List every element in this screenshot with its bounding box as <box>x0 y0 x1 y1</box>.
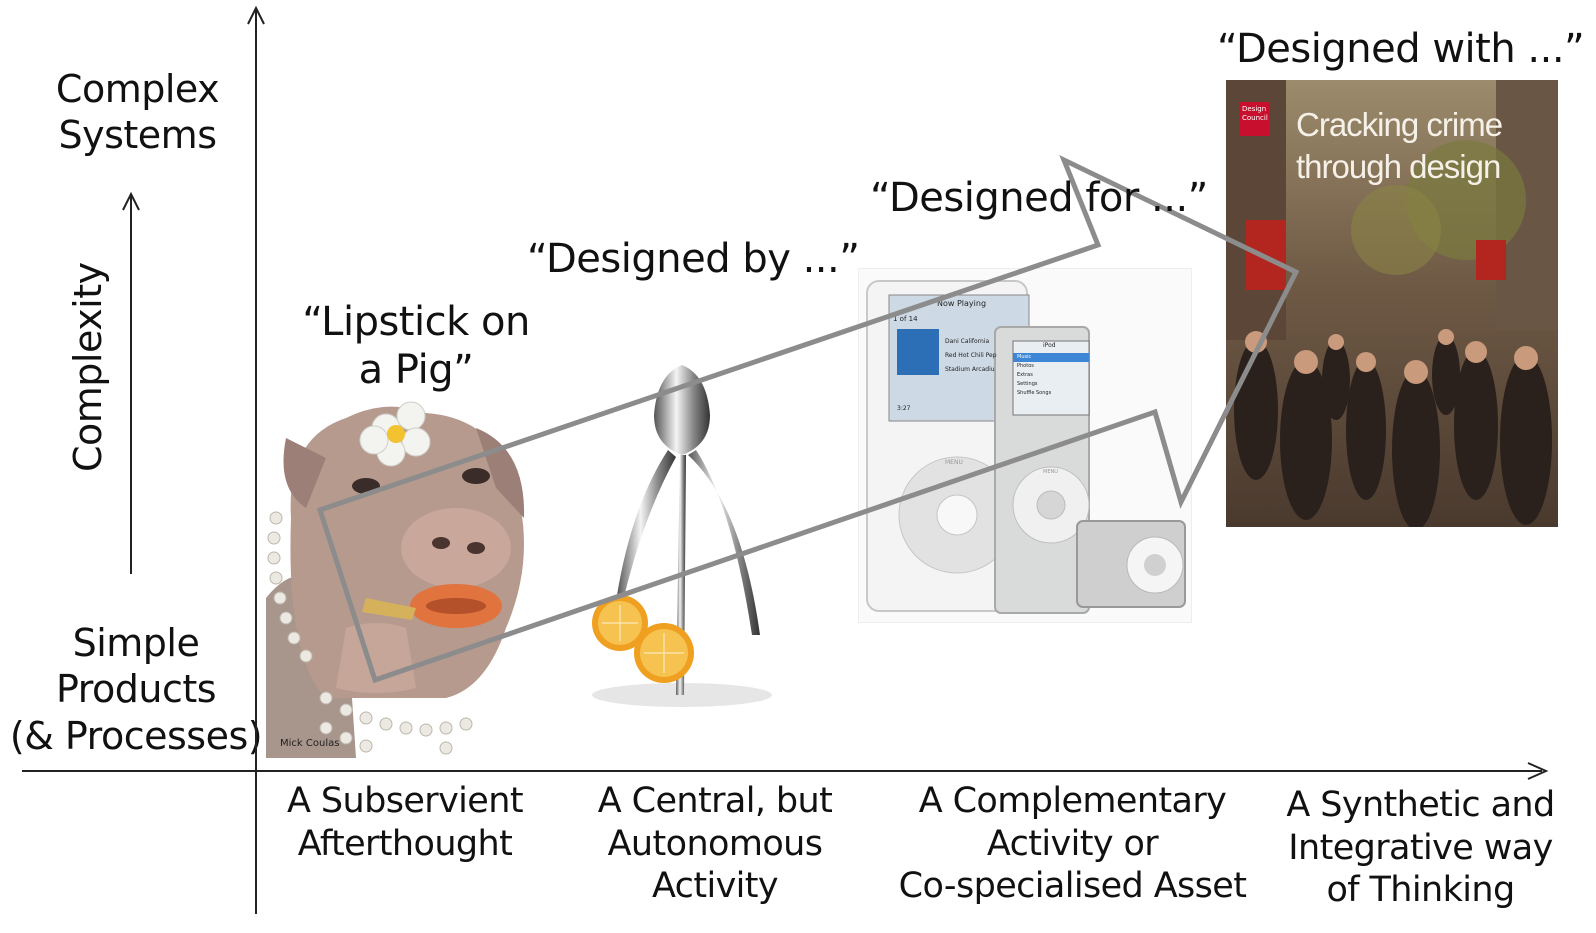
design-council-badge: Design Council <box>1240 102 1270 136</box>
ipod-track-count: 1 of 14 <box>893 315 918 323</box>
nano-header: iPod <box>1043 342 1056 349</box>
x-cat1-line1: A Subservient <box>287 781 524 821</box>
big-progress-arrow <box>316 154 1300 684</box>
x-category-3: A Complementary Activity or Co-specialis… <box>890 780 1255 908</box>
ipod-wheel-menu-label: MENU <box>945 459 963 466</box>
ipod-song-2: Red Hot Chili Pep <box>945 352 997 359</box>
badge-line-2: Council <box>1242 114 1268 122</box>
x-cat4-line1: A Synthetic and <box>1286 785 1555 825</box>
y-top-line-2: Systems <box>58 113 218 158</box>
x-cat4-line2: Integrative way <box>1288 827 1553 868</box>
x-cat2-line2: Autonomous <box>607 823 823 864</box>
x-axis-arrowhead <box>1527 762 1549 780</box>
badge-line-1: Design <box>1242 105 1267 113</box>
y-axis-bottom-label: Simple Products (& Processes) <box>6 620 266 759</box>
ipod-time: 3:27 <box>897 405 911 412</box>
nano-menu-item-settings: Settings <box>1017 381 1038 387</box>
x-cat3-line2: Activity or <box>986 823 1159 864</box>
quote-designed-for: “Designed for ...” <box>870 175 1208 221</box>
ipod-header-text: Now Playing <box>937 299 987 308</box>
y-axis-arrowhead <box>247 5 265 25</box>
design-council-cover-image: Design Council Cracking crime through de… <box>1226 80 1558 527</box>
nano-menu: Music Photos Extras Settings Shuffle Son… <box>1017 353 1051 398</box>
ipod-image: Now Playing 1 of 14 Dani California Red … <box>858 268 1192 623</box>
quote-lipstick-on-a-pig: “Lipstick on a Pig” <box>296 298 536 394</box>
x-category-1: A Subservient Afterthought <box>270 780 540 865</box>
x-cat2-line3: Activity <box>651 866 779 907</box>
pig-image: Mick Coulas <box>266 398 566 758</box>
ipod-song-3: Stadium Arcadiu <box>945 366 995 373</box>
ipod-song-1: Dani California <box>945 338 990 345</box>
pig-credit: Mick Coulas <box>280 738 340 749</box>
x-cat1-line2: Afterthought <box>297 823 513 864</box>
cover-title-line-2: through design <box>1296 148 1501 185</box>
street-photo <box>1226 80 1558 527</box>
quote-designed-with: “Designed with ...” <box>1217 26 1585 72</box>
y-axis-top-label: Complex Systems <box>30 66 245 159</box>
y-bottom-line-3: (& Processes) <box>9 713 263 758</box>
ipod-illustration <box>866 280 1186 614</box>
nano-menu-item-shuffle: Shuffle Songs <box>1017 390 1052 396</box>
quote-lipstick-line-1: “Lipstick on <box>302 299 530 345</box>
complexity-arrow-head <box>122 191 140 211</box>
x-cat2-line1: A Central, but <box>597 781 833 821</box>
y-top-line-1: Complex <box>55 67 220 111</box>
x-cat4-line3: of Thinking <box>1326 870 1515 911</box>
y-bottom-line-2: Products <box>55 667 217 712</box>
nano-wheel-menu-label: MENU <box>1043 469 1058 475</box>
nano-menu-item-extras: Extras <box>1017 372 1033 378</box>
pig-illustration <box>266 398 566 758</box>
x-category-4: A Synthetic and Integrative way of Think… <box>1278 784 1563 912</box>
nano-menu-item-music: Music <box>1017 354 1032 360</box>
nano-menu-item-photos: Photos <box>1017 363 1034 369</box>
ipod-song-list: Dani California Red Hot Chili Pep Stadiu… <box>945 335 997 377</box>
cover-title: Cracking crime through design <box>1296 104 1503 188</box>
x-category-2: A Central, but Autonomous Activity <box>575 780 855 908</box>
x-cat3-line3: Co-specialised Asset <box>898 866 1247 907</box>
y-bottom-line-1: Simple <box>72 621 200 665</box>
quote-lipstick-line-2: a Pig” <box>358 347 474 393</box>
cover-title-line-1: Cracking crime <box>1296 106 1503 143</box>
quote-designed-by: “Designed by ...” <box>527 236 860 282</box>
x-cat3-line1: A Complementary <box>918 781 1227 821</box>
